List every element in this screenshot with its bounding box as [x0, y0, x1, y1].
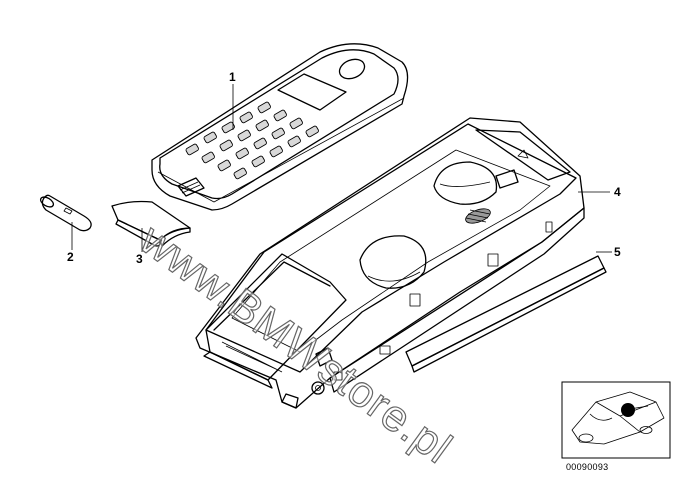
callout-2: 2 [67, 250, 74, 264]
cylinder-part-2[interactable] [39, 194, 92, 232]
callout-5: 5 [614, 245, 621, 259]
callout-4: 4 [614, 185, 621, 199]
handset-part-1[interactable] [151, 43, 409, 211]
cradle-part-4[interactable] [195, 117, 585, 409]
cover-part-3[interactable] [111, 200, 191, 247]
document-number: 00090093 [566, 462, 609, 472]
callout-1: 1 [229, 70, 236, 84]
strip-part-5[interactable] [405, 255, 607, 373]
callout-3: 3 [136, 252, 143, 266]
car-location-thumbnail [561, 381, 671, 459]
leader-lines [71, 84, 612, 253]
